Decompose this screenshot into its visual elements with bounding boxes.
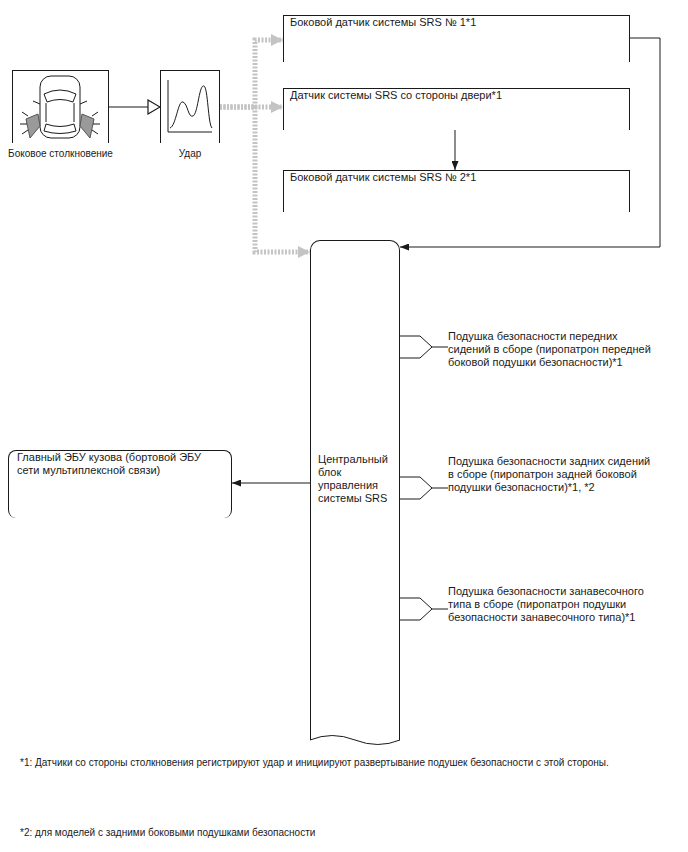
node-text: Датчик системы SRS со стороны двери*1 — [290, 89, 623, 102]
sensor-box: Боковой датчик системы SRS № 1*1 — [283, 15, 630, 62]
illustration-box: Удар — [160, 70, 220, 143]
node-text: Подушка безопасности занавесочного типа … — [448, 585, 653, 624]
footnote: *2: для моделей с задними боковыми подуш… — [20, 827, 680, 839]
sensor-box: Боковой датчик системы SRS № 2*1 — [283, 170, 630, 212]
ecu-block: Центральный блок управления системы SRS — [310, 240, 400, 740]
car-illustration — [20, 76, 100, 138]
node-text: Подушка безопасности передних сидений в … — [448, 330, 653, 369]
squib-connector-symbol — [400, 336, 432, 620]
airbag-label: Подушка безопасности задних сидений в сб… — [448, 455, 653, 515]
ecu-break-line — [310, 736, 400, 745]
airbag-label: Подушка безопасности передних сидений в … — [448, 330, 653, 380]
node-text: Боковой датчик системы SRS № 2*1 — [290, 171, 623, 184]
node-text: Подушка безопасности задних сидений в сб… — [448, 455, 653, 494]
connector — [455, 130, 456, 170]
footnote: *1: Датчики со стороны столкновения реги… — [20, 757, 680, 769]
caption-text: Удар — [179, 148, 202, 160]
illustration-box: Боковое столкновение — [12, 70, 109, 143]
node-text: Центральный блок управления системы SRS — [318, 453, 395, 505]
connector — [400, 38, 660, 247]
impact-graph — [168, 80, 212, 132]
airbag-label: Подушка безопасности занавесочного типа … — [448, 585, 653, 640]
node-text: Боковой датчик системы SRS № 1*1 — [290, 16, 623, 29]
connector — [109, 106, 160, 107]
connector — [232, 483, 310, 484]
caption-text: Боковое столкновение — [8, 148, 113, 160]
ecu-box: Главный ЭБУ кузова (бортовой ЭБУ сети му… — [8, 450, 232, 518]
connector — [220, 40, 283, 107]
sensor-box: Датчик системы SRS со стороны двери*1 — [283, 88, 630, 130]
node-text: Главный ЭБУ кузова (бортовой ЭБУ сети му… — [17, 451, 223, 477]
